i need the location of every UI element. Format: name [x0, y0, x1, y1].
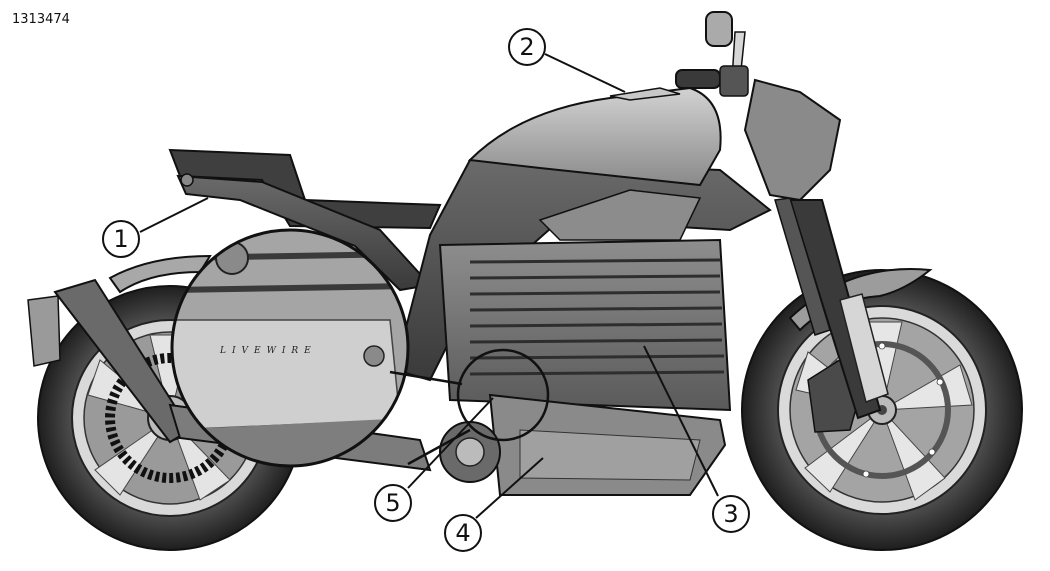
seat-and-subframe: [168, 148, 442, 292]
callout-4-label: 4: [455, 519, 470, 547]
battery-pack: [438, 238, 732, 412]
callout-1: 1: [102, 220, 140, 258]
mirror: [705, 11, 746, 81]
callout-3: 3: [712, 495, 750, 533]
figure-id: 1313474: [12, 12, 70, 27]
rear-fender: [27, 254, 212, 444]
callout-2-label: 2: [519, 33, 534, 61]
headlight-fairing: [743, 78, 842, 202]
handlebar: [675, 65, 749, 97]
front-fork: [774, 197, 889, 420]
magnifier-inset: LIVEWIRE: [170, 228, 550, 468]
callout-4: 4: [444, 514, 482, 552]
front-wheel: [741, 269, 1023, 551]
callout-2: 2: [508, 28, 546, 66]
callout-5: 5: [374, 484, 412, 522]
charge-port-cover: [609, 87, 681, 101]
side-panel: [538, 189, 702, 241]
callout-1-label: 1: [113, 225, 128, 253]
callout-3-label: 3: [723, 500, 738, 528]
callout-5-label: 5: [385, 489, 400, 517]
callout-leaders: [139, 53, 719, 519]
magnifier-text: LIVEWIRE: [219, 346, 317, 356]
